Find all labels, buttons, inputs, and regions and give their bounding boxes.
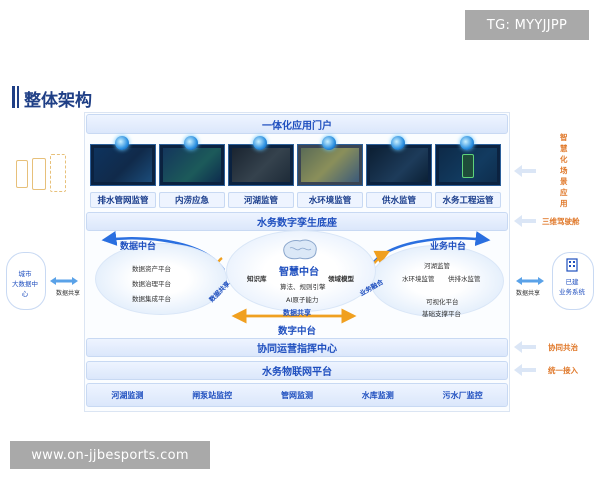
globe-icon bbox=[253, 136, 267, 150]
app-card[interactable] bbox=[228, 144, 294, 186]
driving-label: 三维驾驶舱 bbox=[542, 217, 580, 226]
collab-label: 协同共治 bbox=[548, 343, 578, 352]
portal-bar: 一体化应用门户 bbox=[86, 114, 508, 134]
phone-icon bbox=[462, 154, 474, 178]
business-item: 基础支撑平台 bbox=[422, 310, 461, 318]
device-icon bbox=[50, 154, 66, 192]
watermark-bottom: www.on-jjbesports.com bbox=[10, 441, 210, 469]
existing-systems-label: 已建 业务系统 bbox=[559, 278, 585, 296]
business-item: 供排水监管 bbox=[448, 275, 481, 283]
brain-icon bbox=[283, 239, 317, 260]
globe-icon bbox=[184, 136, 198, 150]
collab-arrow bbox=[514, 341, 536, 353]
device-icons bbox=[12, 154, 72, 198]
smart-apps-label: 智慧化场景应用 bbox=[560, 133, 568, 208]
domain-model-label: 领域模型 bbox=[328, 275, 354, 283]
data-share-label-mid: 数据共享 bbox=[283, 309, 311, 317]
twin-base-bar: 水务数字孪生底座 bbox=[86, 212, 508, 231]
app-card[interactable] bbox=[435, 144, 501, 186]
business-center-title: 业务中台 bbox=[430, 242, 467, 252]
app-card[interactable] bbox=[366, 144, 432, 186]
monitor-item: 管网监测 bbox=[280, 390, 313, 400]
knowledge-label: 知识库 bbox=[247, 275, 267, 283]
business-item: 可视化平台 bbox=[426, 298, 459, 306]
globe-icon bbox=[391, 136, 405, 150]
right-share-label: 数据共享 bbox=[516, 290, 541, 297]
globe-icon bbox=[322, 136, 336, 150]
heading-accent-2 bbox=[17, 86, 19, 108]
ai-label: AI原子能力 bbox=[286, 296, 319, 304]
device-icon bbox=[32, 158, 46, 190]
driving-arrow bbox=[514, 215, 536, 227]
heading-accent bbox=[12, 86, 15, 108]
app-label: 水环境监管 bbox=[297, 192, 363, 208]
app-label: 供水监管 bbox=[366, 192, 432, 208]
app-label: 河湖监管 bbox=[228, 192, 294, 208]
smart-center-title: 智慧中台 bbox=[279, 267, 319, 278]
business-item: 河湖监管 bbox=[424, 262, 450, 270]
business-item: 水环境监管 bbox=[402, 275, 435, 283]
app-label: 排水管网监管 bbox=[90, 192, 156, 208]
business-center-disk bbox=[370, 245, 504, 317]
left-share-label: 数据共享 bbox=[56, 290, 81, 297]
city-data-center-box bbox=[6, 252, 46, 310]
data-center-item: 数据治理平台 bbox=[132, 280, 171, 288]
data-center-item: 数据资产平台 bbox=[132, 265, 171, 273]
app-label: 水务工程运管 bbox=[435, 192, 501, 208]
unified-label: 统一接入 bbox=[548, 366, 578, 375]
digital-center-title: 数字中台 bbox=[278, 326, 317, 337]
building-icon bbox=[566, 258, 578, 272]
monitor-item: 水库监测 bbox=[361, 390, 394, 400]
algo-label: 算法、规则引擎 bbox=[280, 283, 326, 291]
app-row: 排水管网监管 内涝应急 河湖监管 水环境监管 供水监管 水务工程运管 bbox=[86, 134, 506, 210]
smart-apps-arrow bbox=[514, 165, 536, 177]
app-card[interactable] bbox=[90, 144, 156, 186]
monitor-item: 闸泵站监控 bbox=[192, 390, 233, 400]
page-title: 整体架构 bbox=[24, 91, 92, 111]
coord-center-bar: 协同运营指挥中心 bbox=[86, 338, 508, 357]
iot-bar: 水务物联网平台 bbox=[86, 361, 508, 380]
right-arrow bbox=[516, 277, 544, 285]
monitor-item: 河湖监测 bbox=[111, 390, 144, 400]
device-icon bbox=[16, 160, 28, 188]
data-center-title: 数据中台 bbox=[120, 242, 157, 252]
globe-icon bbox=[460, 136, 474, 150]
left-arrow bbox=[50, 277, 78, 285]
app-label: 内涝应急 bbox=[159, 192, 225, 208]
app-card[interactable] bbox=[297, 144, 363, 186]
monitor-item: 污水厂监控 bbox=[442, 390, 483, 400]
monitor-row: 河湖监测 闸泵站监控 管网监测 水库监测 污水厂监控 bbox=[86, 383, 508, 407]
unified-arrow bbox=[514, 364, 536, 376]
data-center-item: 数据集成平台 bbox=[132, 295, 171, 303]
city-data-center-label: 城市 大数据中心 bbox=[12, 270, 38, 298]
watermark-top: TG: MYYJJPP bbox=[465, 10, 589, 40]
globe-icon bbox=[115, 136, 129, 150]
app-card[interactable] bbox=[159, 144, 225, 186]
